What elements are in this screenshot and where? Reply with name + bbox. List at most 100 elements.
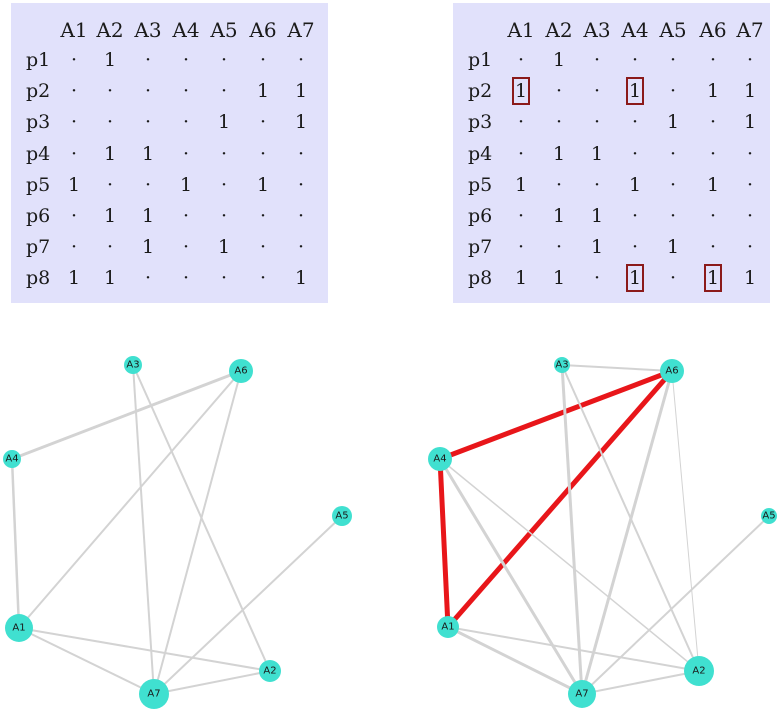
matrix-cell: · (182, 111, 190, 133)
graph-node (761, 508, 777, 524)
matrix-cell: · (182, 80, 190, 102)
column-header: A4 (172, 18, 200, 42)
node-label: A4 (433, 454, 446, 465)
matrix-cell: 1 (514, 80, 528, 102)
matrix-cell: · (259, 111, 267, 133)
node-label: A3 (126, 360, 139, 371)
row-label: p3 (26, 111, 51, 133)
matrix-cell: · (709, 111, 717, 133)
node-label: A4 (5, 454, 18, 465)
graph-node (568, 680, 596, 708)
matrix-cell: · (709, 205, 717, 227)
row-label: p1 (468, 49, 493, 71)
matrix-cell: · (259, 205, 267, 227)
row-label: p3 (468, 111, 493, 133)
graph-node (229, 359, 253, 383)
row-label: p5 (26, 174, 51, 196)
matrix-cell: 1 (514, 174, 528, 196)
graph-node (3, 450, 21, 468)
matrix-cell: 1 (590, 143, 604, 165)
graph-edge (446, 625, 584, 696)
highlighted-edge (437, 456, 451, 630)
graph-edge (439, 458, 700, 672)
matrix-cell: · (144, 174, 152, 196)
matrix-cell: 1 (294, 111, 308, 133)
column-header: A7 (287, 18, 315, 42)
row-label: p5 (468, 174, 493, 196)
matrix-cell: 1 (628, 174, 642, 196)
matrix-cell: · (517, 111, 525, 133)
matrix-cell: 1 (743, 267, 757, 289)
matrix-cell: · (593, 267, 601, 289)
highlight-box (626, 264, 644, 292)
matrix-cell: · (709, 143, 717, 165)
node-label: A6 (665, 366, 678, 377)
row-label: p8 (26, 267, 51, 289)
matrix-cell: · (259, 143, 267, 165)
matrix-cell: 1 (590, 236, 604, 258)
matrix-cell: · (182, 205, 190, 227)
row-label: p7 (26, 236, 51, 258)
row-label: p6 (468, 205, 493, 227)
matrix-cell: · (669, 205, 677, 227)
row-label: p2 (468, 80, 493, 102)
matrix-cell: · (70, 111, 78, 133)
matrix-cell: · (746, 236, 754, 258)
graph-node (554, 357, 570, 373)
matrix-cell: · (297, 174, 305, 196)
matrix-cell: · (259, 236, 267, 258)
matrix-cell: 1 (552, 205, 566, 227)
matrix-cell: 1 (256, 80, 270, 102)
node-label: A5 (762, 511, 775, 522)
matrix-cell: · (631, 236, 639, 258)
matrix-cell: 1 (743, 111, 757, 133)
graph-node (437, 616, 459, 638)
matrix-cell: 1 (666, 111, 680, 133)
matrix-cell: · (297, 205, 305, 227)
matrix-cell: · (259, 267, 267, 289)
column-header: A3 (583, 18, 611, 42)
matrix-cell: 1 (552, 49, 566, 71)
column-header: A5 (659, 18, 687, 42)
matrix-cell: · (593, 111, 601, 133)
graph-edge (18, 370, 242, 629)
node-label: A1 (441, 622, 454, 633)
matrix-cell: · (709, 49, 717, 71)
graph-edge (561, 364, 673, 372)
matrix-cell: · (220, 143, 228, 165)
matrix-cell: 1 (294, 267, 308, 289)
matrix-cell: · (182, 267, 190, 289)
matrix-cell: 1 (628, 80, 642, 102)
matrix-cell: 1 (103, 267, 117, 289)
matrix-cell: 1 (217, 236, 231, 258)
graph-edge (18, 627, 271, 672)
matrix-cell: 1 (514, 267, 528, 289)
matrix-cell: · (669, 174, 677, 196)
graph-edge (10, 369, 243, 461)
column-header: A1 (60, 18, 88, 42)
matrix-cell: 1 (179, 174, 193, 196)
node-label: A2 (692, 666, 705, 677)
matrix-cell: · (144, 267, 152, 289)
graph-edge (132, 364, 155, 695)
graph-node (332, 506, 352, 526)
graph-node (684, 656, 714, 686)
column-header: A5 (210, 18, 238, 42)
matrix-cell: · (517, 236, 525, 258)
matrix-cell: · (70, 80, 78, 102)
highlight-box (512, 77, 530, 105)
highlight-box (626, 77, 644, 105)
matrix-cell: · (669, 80, 677, 102)
matrix-cell: · (669, 267, 677, 289)
matrix-cell: · (297, 49, 305, 71)
column-header: A6 (249, 18, 277, 42)
matrix-cell: · (297, 143, 305, 165)
matrix-cell: · (182, 236, 190, 258)
matrix-cell: · (220, 267, 228, 289)
graph-edge (153, 670, 271, 695)
column-header: A3 (134, 18, 162, 42)
matrix-cell: 1 (294, 80, 308, 102)
matrix-cell: · (144, 49, 152, 71)
node-label: A7 (147, 689, 160, 700)
